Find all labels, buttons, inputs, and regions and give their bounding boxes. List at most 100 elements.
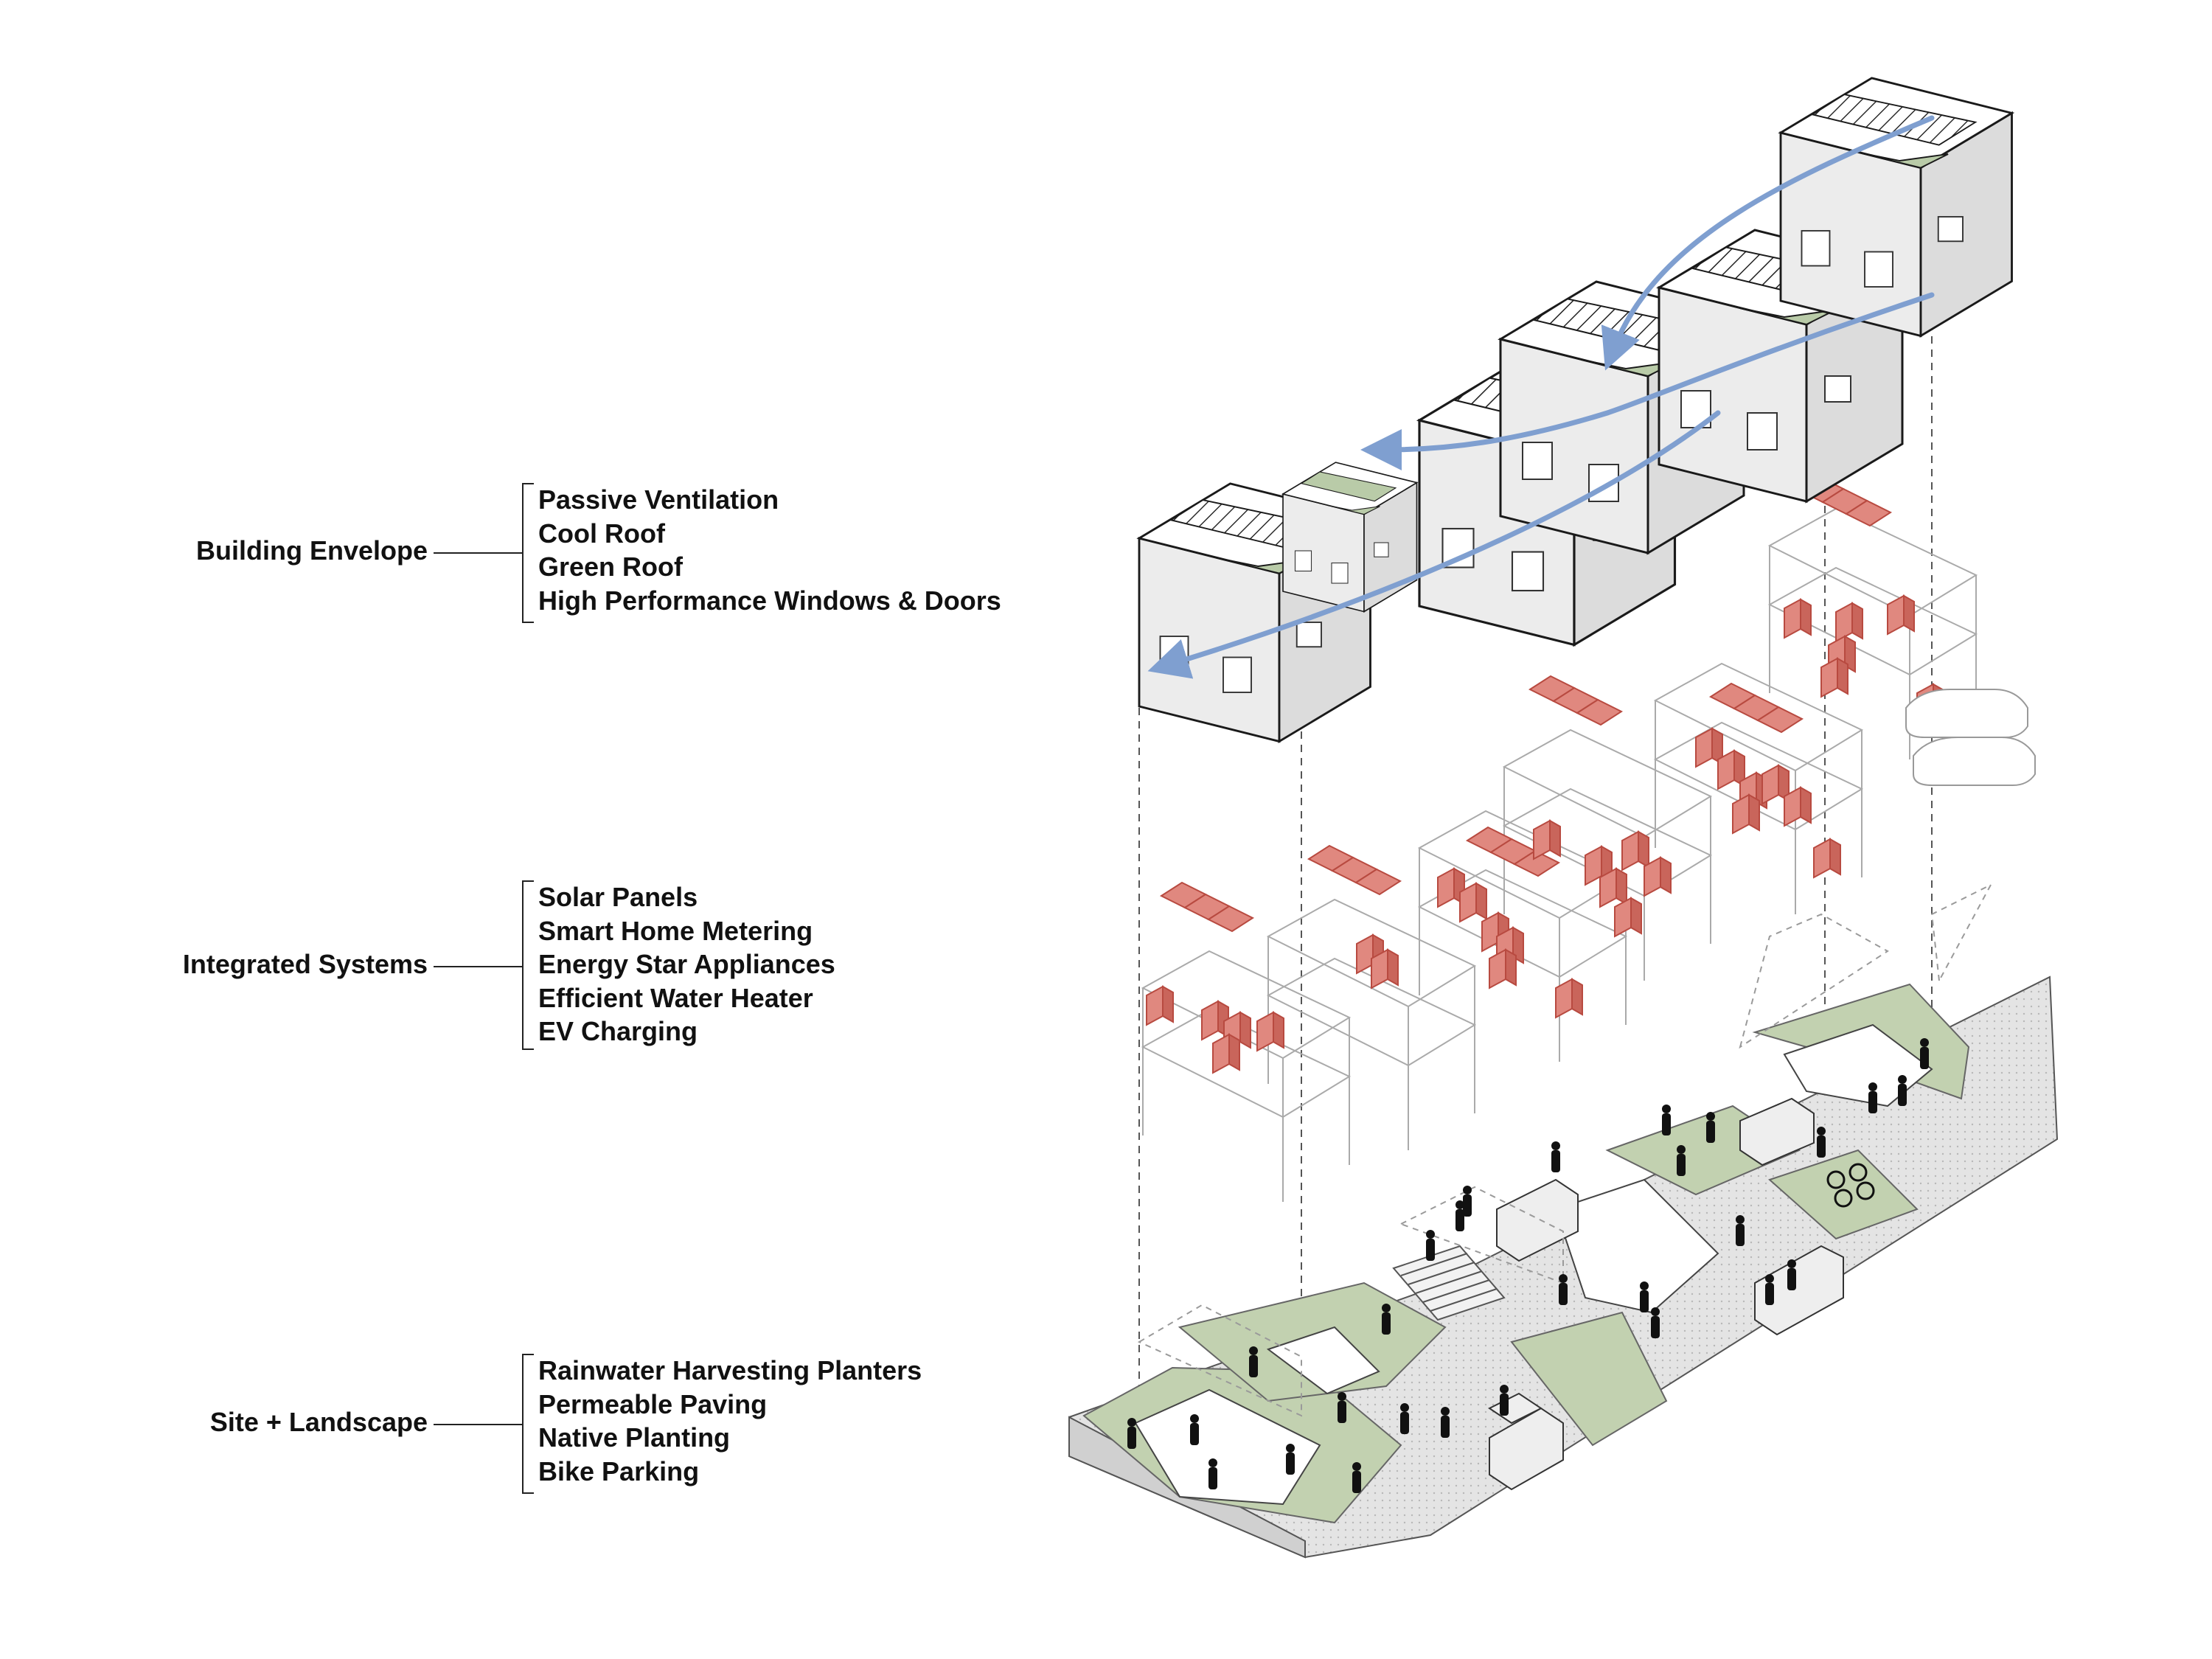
person-body <box>1551 1150 1560 1172</box>
appliance-side <box>1844 635 1856 673</box>
appliance <box>1784 598 1801 639</box>
bracket <box>522 880 534 1050</box>
courtyard <box>1134 1388 1321 1506</box>
appliance-side <box>1387 948 1399 987</box>
houses <box>1136 77 2015 744</box>
planting-patch <box>1768 1149 1919 1240</box>
appliance <box>1533 819 1551 860</box>
person <box>1898 1075 1907 1084</box>
leader-line <box>434 552 522 554</box>
appliance-side <box>1829 838 1841 876</box>
person <box>1338 1392 1346 1401</box>
window-icon <box>1801 230 1831 267</box>
person-body <box>1286 1453 1295 1475</box>
item-ev-charging: EV Charging <box>538 1016 698 1046</box>
person <box>1551 1141 1560 1150</box>
solar-panel <box>1354 868 1402 896</box>
solar-panel <box>1575 698 1624 726</box>
appliance-side <box>1239 1011 1251 1049</box>
building-envelope-layer <box>1136 77 2015 744</box>
appliance-side <box>1851 602 1863 640</box>
window-icon <box>1222 656 1252 693</box>
appliance <box>1585 845 1602 886</box>
courtyard <box>1783 1023 1933 1107</box>
person <box>1208 1458 1217 1467</box>
appliance-side <box>1549 819 1561 858</box>
bike-parking <box>1826 1163 1875 1208</box>
item-list-site-landscape: Rainwater Harvesting Planters Permeable … <box>538 1354 922 1488</box>
appliance <box>1201 1000 1219 1041</box>
person-body <box>1765 1283 1774 1305</box>
house <box>1778 77 2015 338</box>
window-icon <box>1937 216 1964 243</box>
planting-patch <box>1510 1311 1668 1447</box>
appliance-side <box>1475 882 1487 920</box>
bracket <box>522 483 534 623</box>
person <box>1765 1274 1774 1283</box>
appliance <box>1732 793 1750 835</box>
item-native-planting: Native Planting <box>538 1422 731 1453</box>
person <box>1559 1274 1568 1283</box>
window-icon <box>1294 550 1312 572</box>
leader-line <box>434 966 522 967</box>
person-body <box>1352 1471 1361 1493</box>
category-label-site-landscape: Site + Landscape <box>209 1407 428 1437</box>
person <box>1868 1082 1877 1091</box>
appliance-side <box>1903 594 1915 633</box>
person-body <box>1817 1135 1826 1158</box>
appliance <box>1621 830 1639 872</box>
appliance <box>1695 727 1713 768</box>
item-rainwater-planters: Rainwater Harvesting Planters <box>538 1355 922 1385</box>
window-icon <box>1864 251 1893 288</box>
ev-cars <box>1905 689 2036 786</box>
person <box>1651 1307 1660 1316</box>
appliance-side <box>1638 830 1649 869</box>
item-energy-star-appliances: Energy Star Appliances <box>538 949 835 979</box>
item-windows-doors: High Performance Windows & Doors <box>538 585 1001 616</box>
window-icon <box>1159 636 1189 672</box>
house <box>1281 462 1419 613</box>
window-icon <box>1747 412 1778 451</box>
appliance-side <box>1837 657 1848 695</box>
leader-line <box>434 1424 522 1425</box>
person-body <box>1559 1283 1568 1305</box>
person <box>1426 1230 1435 1239</box>
appliance <box>1356 933 1374 975</box>
window-icon <box>1295 622 1322 648</box>
green-roof <box>1857 151 1949 169</box>
item-permeable-paving: Permeable Paving <box>538 1388 768 1419</box>
person-body <box>1441 1416 1450 1438</box>
appliance-side <box>1571 978 1583 1016</box>
appliance <box>1887 594 1905 636</box>
appliance <box>1256 1011 1274 1052</box>
bracket <box>522 1354 534 1494</box>
appliance-side <box>1162 985 1174 1023</box>
window-icon <box>1331 562 1349 584</box>
appliance <box>1813 838 1831 879</box>
window-icon <box>1824 375 1851 403</box>
appliance <box>1761 764 1779 805</box>
person <box>1787 1259 1796 1268</box>
person-body <box>1677 1154 1686 1176</box>
person-body <box>1868 1091 1877 1113</box>
appliance <box>1820 657 1838 698</box>
appliance-side <box>1748 793 1760 832</box>
person <box>1500 1385 1509 1394</box>
person <box>1441 1407 1450 1416</box>
person <box>1352 1462 1361 1471</box>
solar-panel <box>1844 499 1893 527</box>
person-body <box>1208 1467 1217 1489</box>
person-body <box>1338 1401 1346 1423</box>
appliance-side <box>1800 598 1812 636</box>
appliances <box>1146 594 1944 1074</box>
appliance-side <box>1660 856 1672 894</box>
person-body <box>1463 1194 1472 1217</box>
item-passive-ventilation: Passive Ventilation <box>538 484 779 515</box>
appliance-side <box>1630 897 1642 935</box>
item-solar-panels: Solar Panels <box>538 882 698 912</box>
rainwater-planter <box>1488 1097 1844 1491</box>
person <box>1736 1215 1745 1224</box>
courtyard <box>1266 1326 1380 1395</box>
appliance-side <box>1505 948 1517 987</box>
